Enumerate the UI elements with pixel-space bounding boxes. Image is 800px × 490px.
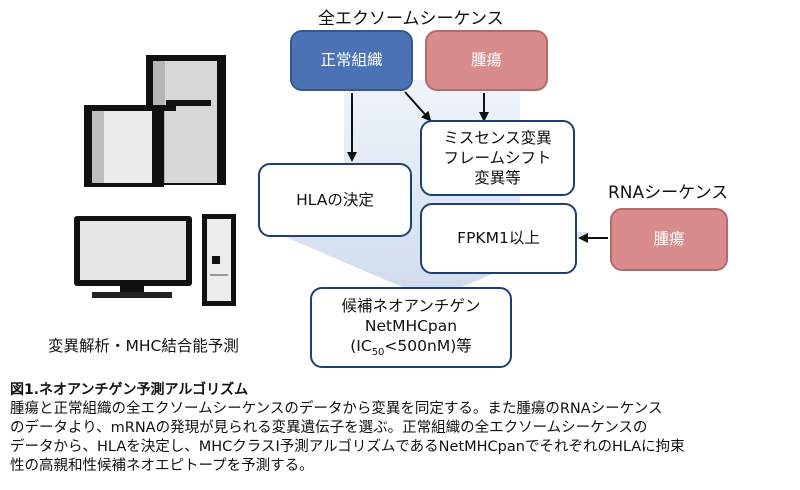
figure-caption: 図1.ネオアンチゲン予測アルゴリズム 腫瘍と正常組織の全エクソームシーケンスのデ… [10, 381, 796, 476]
caption-line-2: のデータより、mRNAの発現が見られる変異遺伝子を選ぶ。正常組織の全エクソームシ… [10, 420, 648, 436]
caption-line-3: データから、HLAを決定し、MHCクラスI予測アルゴリズムであるNetMHCpa… [10, 439, 685, 455]
tumor-box: 腫瘍 [425, 30, 548, 91]
title-whole-exome-sequencing: 全エクソームシーケンス [318, 9, 504, 29]
computer-label: 変異解析・MHC結合能予測 [48, 337, 239, 355]
computer-icon [74, 214, 236, 306]
caption-line-4: 性の高親和性候補ネオエピトープを予測する。 [10, 458, 314, 474]
normal-tissue-box: 正常組織 [290, 30, 413, 91]
mutations-box: ミスセンス変異 フレームシフト 変異等 [420, 120, 575, 196]
candidate-line-3: (IC50<500nM)等 [350, 337, 472, 359]
title-rna-sequencing: RNAシーケンス [608, 183, 729, 203]
caption-title: 図1.ネオアンチゲン予測アルゴリズム [10, 382, 249, 398]
candidate-neoantigen-box: 候補ネオアンチゲン NetMHCpan (IC50<500nM)等 [310, 287, 512, 368]
candidate-line-2: NetMHCpan [364, 316, 458, 335]
sequencer-machine-icon [84, 55, 226, 187]
candidate-line-1: 候補ネオアンチゲン [341, 296, 481, 315]
fpkm-box: FPKM1以上 [420, 203, 577, 274]
arrow-normal-to-mutations [404, 91, 432, 122]
tumor-rna-box: 腫瘍 [610, 208, 728, 271]
caption-line-1: 腫瘍と正常組織の全エクソームシーケンスのデータから変異を同定する。また腫瘍のRN… [10, 401, 663, 417]
hla-decision-box: HLAの決定 [258, 163, 412, 237]
